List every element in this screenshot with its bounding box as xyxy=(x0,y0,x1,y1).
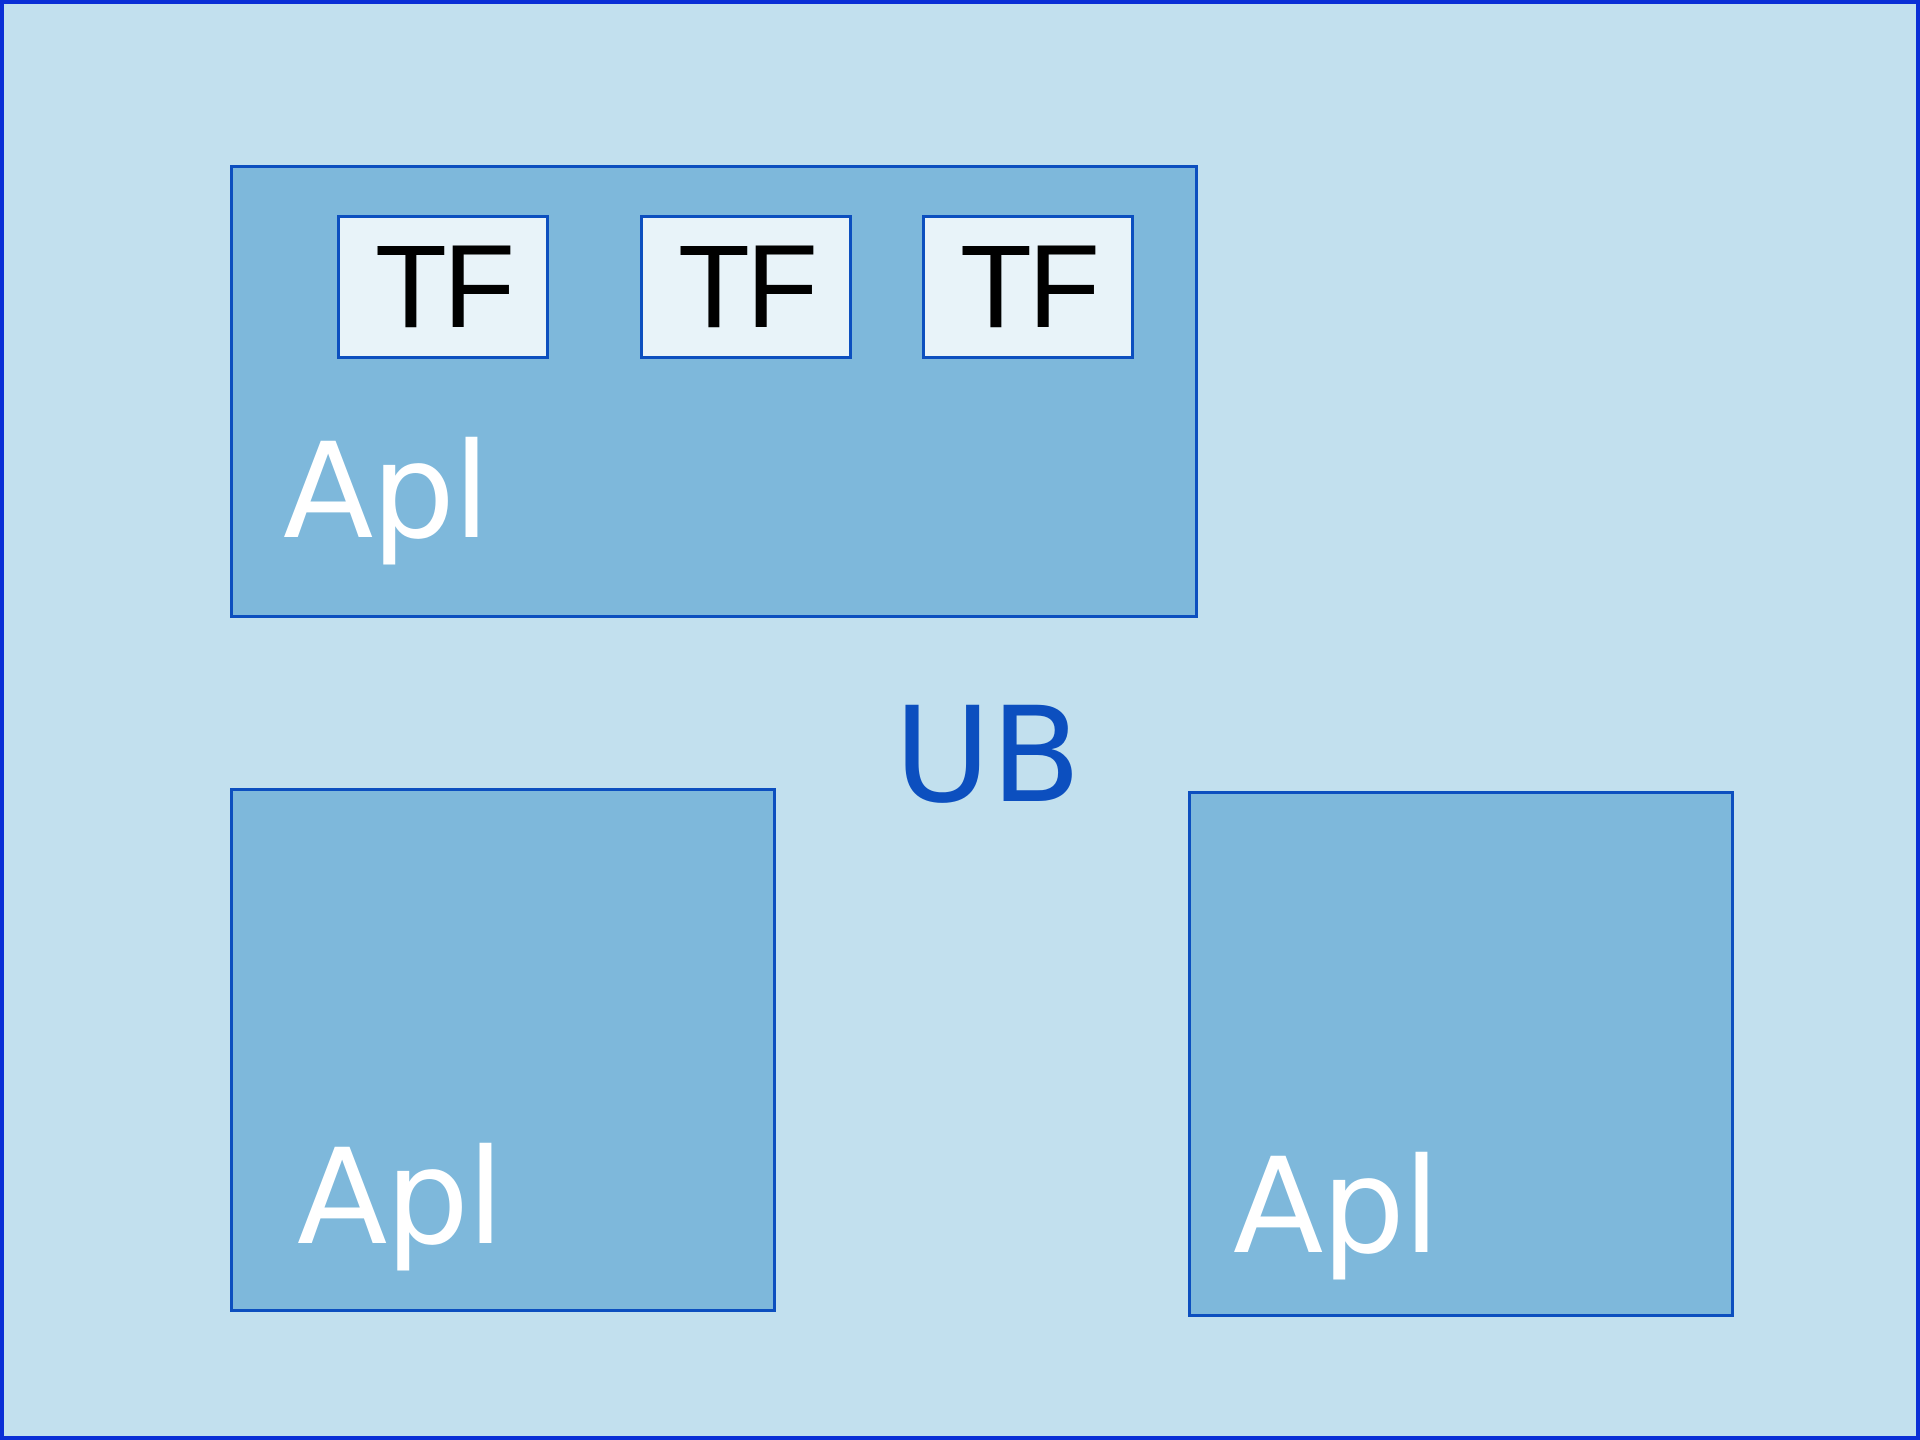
apl-box-top: TF TF TF Apl xyxy=(230,165,1198,618)
apl-box-bottom-left: Apl xyxy=(230,788,776,1312)
tf-label: TF xyxy=(677,221,818,353)
tf-box-1: TF xyxy=(337,215,549,359)
tf-label: TF xyxy=(374,221,515,353)
apl-label: Apl xyxy=(283,415,490,569)
apl-box-bottom-right: Apl xyxy=(1188,791,1734,1317)
apl-label: Apl xyxy=(1233,1130,1440,1284)
apl-label: Apl xyxy=(297,1121,504,1275)
tf-box-3: TF xyxy=(922,215,1134,359)
tf-box-2: TF xyxy=(640,215,852,359)
tf-label: TF xyxy=(959,221,1100,353)
ub-label: UB xyxy=(894,679,1082,833)
